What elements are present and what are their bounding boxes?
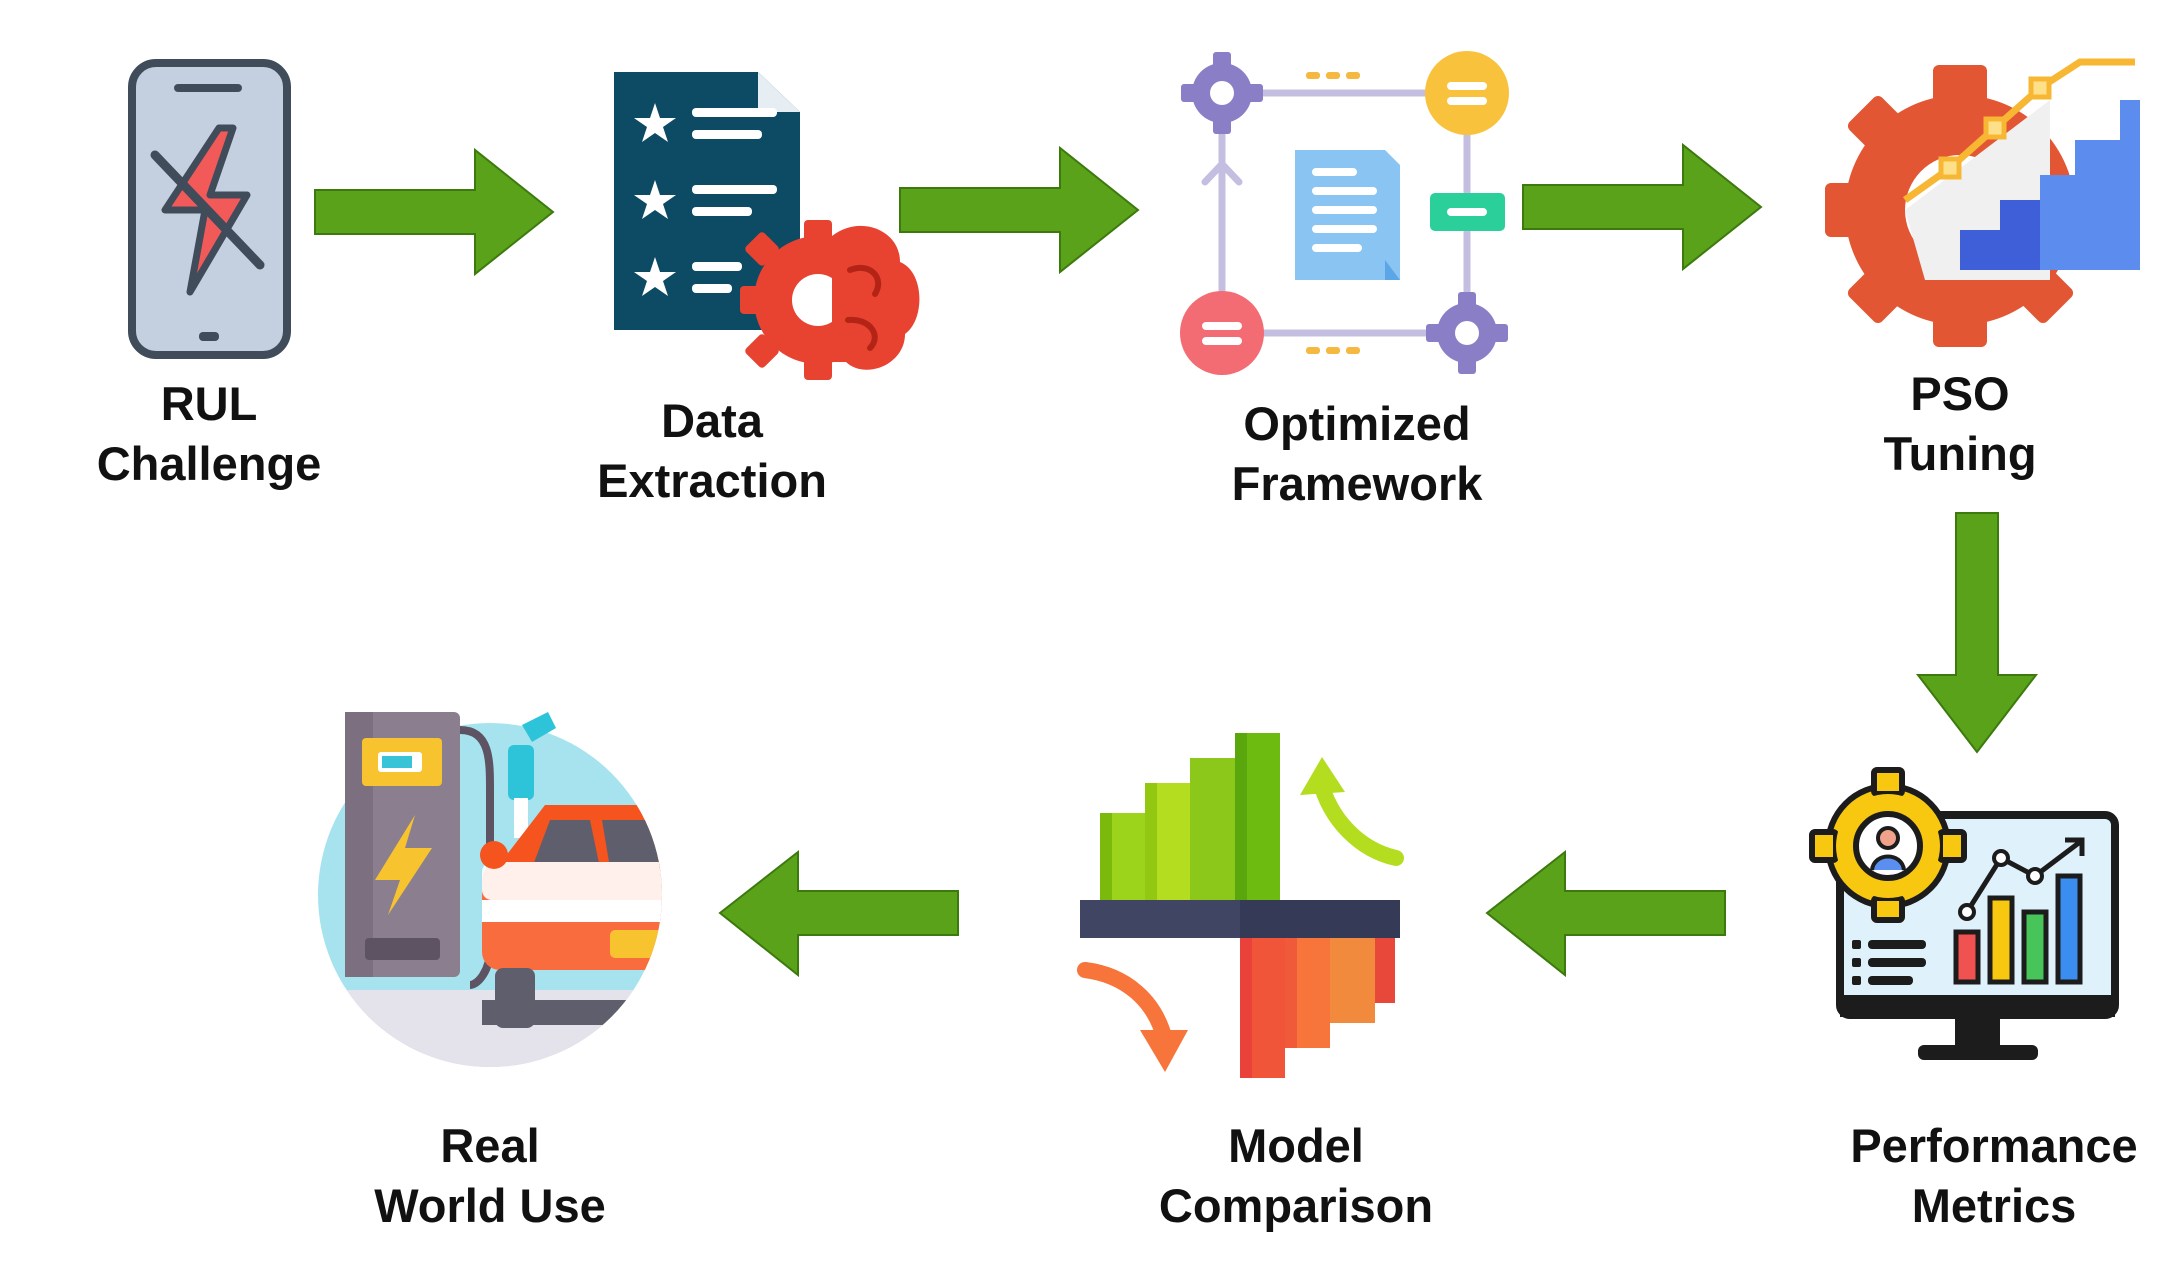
arrow-metrics-to-comparison [1485, 849, 1726, 978]
step-label-pso-tuning: PSO Tuning [1883, 367, 2037, 480]
step-label-performance-metrics: Performance Metrics [1850, 1119, 2138, 1232]
arrow-framework-to-pso [1522, 142, 1763, 272]
arrow-pso-to-metrics [1915, 512, 2039, 754]
step-label-data-extraction: Data Extraction [597, 394, 827, 507]
step-label-optimized-framework: Optimized Framework [1231, 397, 1483, 510]
step-label-model-comparison: Model Comparison [1158, 1119, 1434, 1232]
up-down-bars-icon [1077, 733, 1404, 1078]
step-label-rul-challenge: RUL Challenge [96, 377, 322, 490]
gear-growth-chart-icon [1825, 58, 2140, 347]
ev-charging-station-icon [318, 712, 662, 1067]
monitor-dashboard-icon [1809, 767, 2119, 1060]
document-brain-gear-icon [614, 72, 920, 380]
step-label-real-world-use: Real World Use [374, 1119, 606, 1232]
arrow-comparison-to-realworld [718, 849, 959, 978]
broken-phone-battery-icon [128, 59, 291, 359]
workflow-document-icon [1180, 51, 1509, 375]
arrow-data-to-framework [899, 145, 1140, 275]
arrow-rul-to-data [314, 147, 555, 277]
